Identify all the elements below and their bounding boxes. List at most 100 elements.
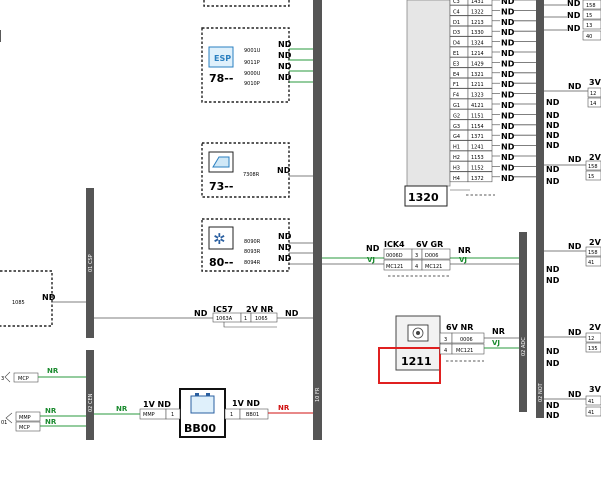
right-group-5-code-2: 41 — [588, 410, 594, 416]
pin-row-pin: E1 — [453, 51, 459, 57]
module-80-status-1: ND — [278, 232, 292, 241]
right-group-5-wire: ND — [568, 390, 582, 399]
pin-row-status: ND — [501, 49, 515, 58]
ck4-cell-4: MC121 — [386, 264, 403, 270]
relay-number: 1211 — [401, 355, 432, 368]
bus-label-fr: 10 FR — [315, 387, 321, 402]
relay-1211: 1211 6V NR 3 0006 4 MC121 NR VJ — [378, 315, 519, 384]
stub-status: ND — [546, 165, 560, 174]
ck4-connector: ND VJ ICK4 6V GR 0006D 3 D006 MC121 4 MC… — [322, 240, 519, 277]
right-top-nd-3: ND — [567, 24, 581, 33]
right-top-nd-2: ND — [567, 11, 581, 20]
esp-status-4: ND — [278, 73, 292, 82]
battery-icon — [190, 395, 215, 414]
ck4-name: ICK4 — [384, 240, 405, 249]
module-73-number: 73-- — [209, 180, 233, 193]
pin-row-code: 1241 — [471, 145, 484, 151]
pin-row-code: 1429 — [471, 61, 484, 67]
mcp-item-1-label: MCP — [18, 376, 29, 382]
pin-row-status: ND — [501, 163, 515, 172]
bb00-left-type: 1V ND — [143, 400, 171, 409]
right-top-nd-1: ND — [567, 0, 581, 8]
top-module-fragment — [203, 0, 290, 7]
pin-row-status: ND — [501, 0, 515, 6]
pin-row-status: ND — [501, 91, 515, 100]
right-group-4-label: 2V — [589, 323, 601, 332]
module-80-status-2: ND — [278, 243, 292, 252]
right-group-2-code-2: 15 — [588, 174, 594, 180]
pin-row-code: 1154 — [471, 124, 484, 130]
bus-label-not: 02 NOT — [538, 382, 544, 402]
bus-bar-right — [536, 0, 544, 418]
module-80-pin-2: 8093R — [244, 249, 261, 255]
pin-row-code: 4121 — [471, 103, 484, 109]
mcp-item-2-num: 01 — [1, 420, 7, 426]
right-group-2: 2V ND 158 15 — [544, 153, 601, 181]
big-module-1320: 1320 — [404, 0, 495, 207]
bb00-left-cell-1: MMP — [143, 412, 155, 418]
ic57-cell-2: 1 — [244, 316, 247, 322]
pin-row-status: ND — [501, 59, 515, 68]
ck4-type: 6V GR — [416, 240, 443, 249]
right-group-2-wire: ND — [568, 155, 582, 164]
stub-status: ND — [546, 141, 560, 150]
stub-status: ND — [546, 359, 560, 368]
bb00-left-status: NR — [116, 405, 128, 413]
pin-row-status: ND — [501, 111, 515, 120]
pin-row-status: ND — [501, 80, 515, 89]
pin-row-code: 1371 — [471, 134, 484, 140]
relay-cell-3: 4 — [444, 348, 447, 354]
pin-row-code: 1213 — [471, 20, 484, 26]
relay-cell-4: MC121 — [456, 348, 473, 354]
mcp-item-2-status: NR — [45, 407, 57, 415]
pin-row-pin: H2 — [453, 155, 460, 161]
gear-icon-box — [208, 226, 234, 250]
bb00-right-cell-2: BB01 — [246, 412, 259, 418]
bus-label-cen: 02 CEN — [88, 393, 94, 412]
ck4-right-status-1: NR — [458, 246, 471, 255]
pin-row-pin: C4 — [453, 9, 460, 15]
pin-row-pin: C3 — [453, 0, 460, 5]
stub-status: ND — [546, 177, 560, 186]
ck4-cell-2: 3 — [415, 253, 418, 259]
big-module-number: 1320 — [408, 191, 439, 204]
pin-row-code: 1324 — [471, 41, 484, 47]
esp-pin-2: 9011P — [244, 60, 260, 66]
right-top-code-1: 158 — [586, 3, 596, 9]
mcp-item-2-label: MMP — [19, 415, 31, 421]
right-top-code-4: 40 — [586, 34, 592, 40]
pin-row-pin: H4 — [453, 176, 460, 182]
stub-status: ND — [546, 98, 560, 107]
relay-type: 6V NR — [446, 323, 473, 332]
bb00-left-cell-2: 1 — [171, 412, 174, 418]
relay-cell-2: 0006 — [460, 337, 473, 343]
esp-icon — [208, 46, 234, 68]
right-group-3-code-1: 158 — [588, 250, 598, 256]
mcp-item-1-status: NR — [47, 367, 59, 375]
right-group-3: 2V ND 158 41 — [544, 238, 601, 267]
ck4-left-status-1: ND — [366, 244, 380, 253]
relay-cell-1: 3 — [444, 337, 447, 343]
module-73: 73-- 7308R ND — [201, 142, 313, 198]
esp-pin-4: 9010P — [244, 81, 260, 87]
left-module: 1085 ND — [0, 270, 86, 327]
pin-row-pin: E4 — [453, 72, 459, 78]
pin-row-code: 1211 — [471, 82, 484, 88]
left-module-status: ND — [42, 293, 56, 302]
right-top-code-2: 15 — [586, 13, 592, 19]
bus-bar-csp — [86, 188, 94, 338]
bus-bar-adc — [519, 232, 527, 412]
right-group-5: 3V ND 41 41 — [544, 385, 601, 417]
